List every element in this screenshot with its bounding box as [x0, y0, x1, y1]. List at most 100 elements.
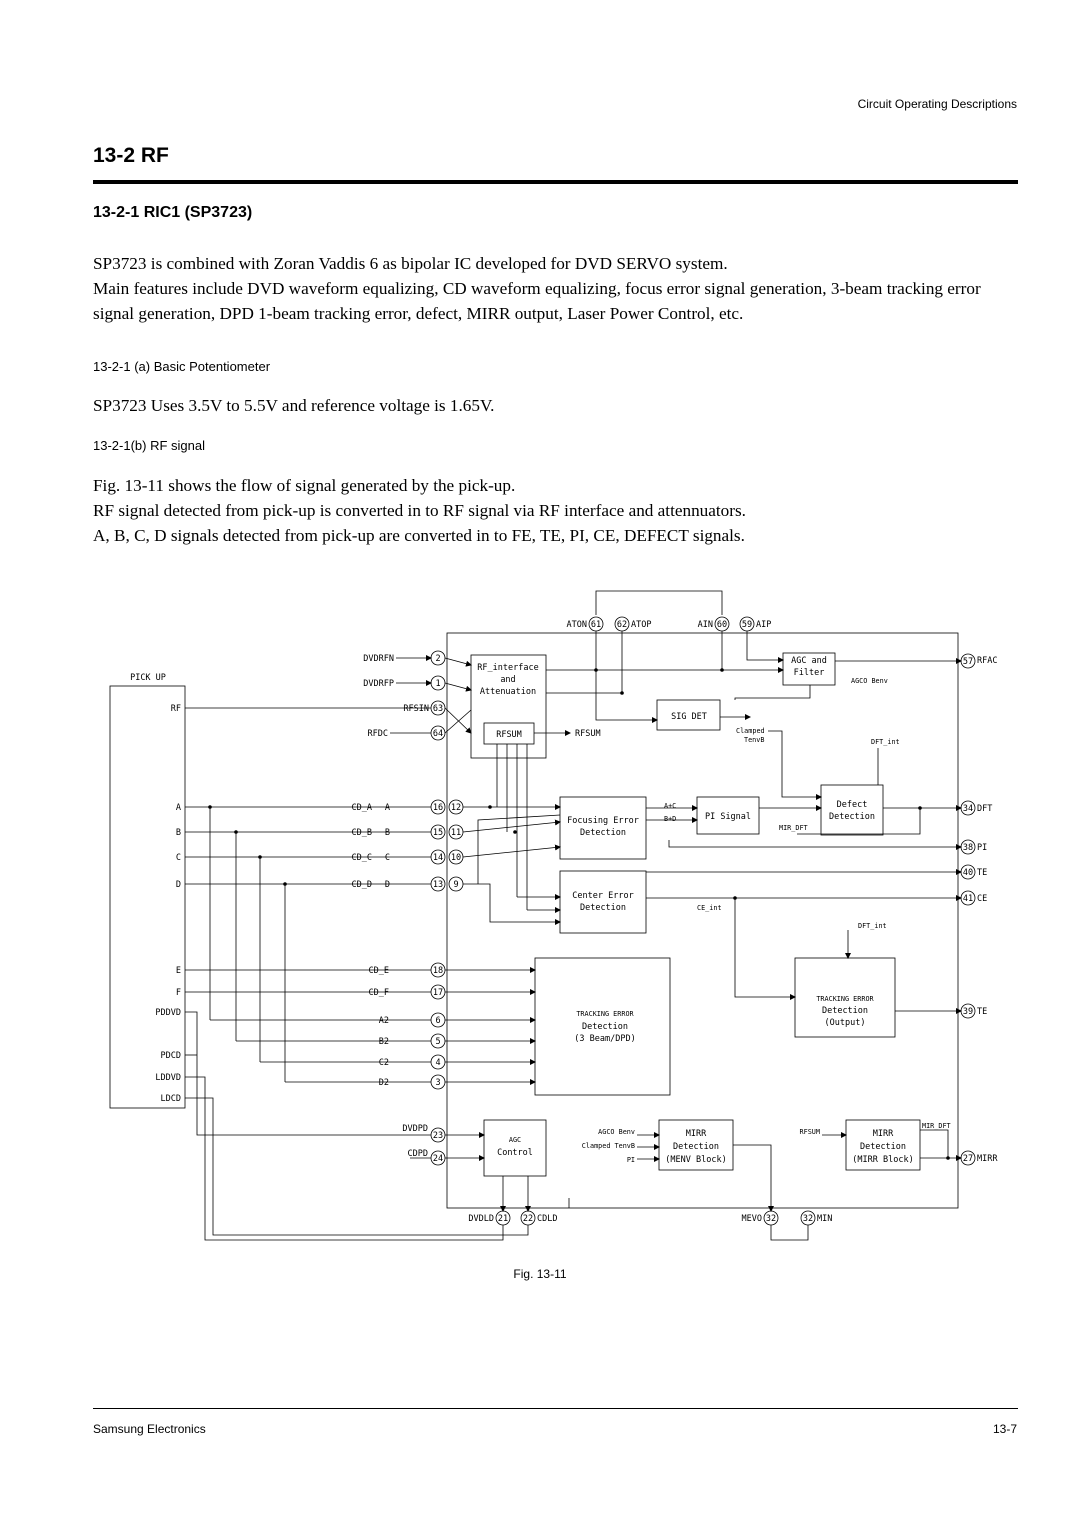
signal-cd-b: CD_B [352, 828, 372, 838]
pickup-pin-pddvd: PDDVD [155, 1008, 181, 1018]
pin-4: 4 [435, 1058, 440, 1068]
pickup-pin-b: B [176, 828, 181, 838]
pin-17: 17 [433, 988, 443, 998]
pickup-pin-pdcd: PDCD [161, 1051, 181, 1061]
agco-benv-label-2: AGCO Benv [598, 1128, 635, 1136]
tracking-label-2: Detection [582, 1022, 628, 1032]
footer-publisher: Samsung Electronics [93, 1422, 206, 1436]
rf-signal-line-3: A, B, C, D signals detected from pick-up… [93, 526, 745, 545]
pin-32-mevo: 32 [766, 1214, 776, 1224]
signal-ce: CE [977, 894, 987, 904]
sig-det-label: SIG DET [671, 712, 707, 722]
pin-41: 41 [963, 894, 973, 904]
ce-int-label: CE_int [697, 904, 722, 912]
pin-1: 1 [435, 679, 440, 689]
focus-label-2: Detection [580, 828, 626, 838]
footer-rule [93, 1408, 1018, 1409]
rfsum-label: RFSUM [496, 730, 522, 740]
pickup-pin-a: A [176, 803, 181, 813]
mirr-block-label-3: (MIRR Block) [852, 1155, 913, 1165]
clamped-label: Clamped [736, 727, 765, 735]
pin-5: 5 [435, 1037, 440, 1047]
rfsum-input-label: RFSUM [800, 1128, 820, 1136]
signal-rfac: RFAC [977, 656, 997, 666]
intro-paragraph-1: SP3723 is combined with Zoran Vaddis 6 a… [93, 254, 728, 273]
signal-cd-a: CD_A [352, 803, 372, 813]
signal-mirr: MIRR [977, 1154, 998, 1164]
signal-min: MIN [817, 1214, 832, 1224]
page-number: 13-7 [992, 1422, 1017, 1436]
mir-dft-label-2: MIR_DFT [922, 1122, 951, 1130]
subheading-rf-signal: 13-2-1(b) RF signal [93, 438, 205, 453]
tracking-out-label-1: TRACKING ERROR [816, 995, 874, 1003]
pin-63: 63 [433, 704, 443, 714]
agc-control-label-1: AGC [509, 1136, 521, 1144]
signal-a2: A2 [379, 1016, 389, 1026]
ic-outline [446, 632, 959, 1209]
dft-int-label-1: DFT_int [871, 738, 900, 746]
pin-22: 22 [523, 1214, 533, 1224]
signal-aton: ATON [567, 620, 587, 630]
signal-c2: C2 [379, 1058, 389, 1068]
pickup-pin-e: E [176, 966, 181, 976]
agc-control-block [483, 1119, 547, 1177]
agc-filter-label-1: AGC and [791, 656, 827, 666]
signal-dvdpd: DVDPD [402, 1124, 428, 1134]
figure-caption: Fig. 13-11 [513, 1267, 567, 1281]
agco-benv-label: AGCO Benv [851, 677, 888, 685]
mirr-block-label-1: MIRR [873, 1129, 894, 1139]
rf-signal-line-1: Fig. 13-11 shows the flow of signal gene… [93, 476, 516, 495]
defect-label-2: Detection [829, 812, 875, 822]
center-label-1: Center Error [572, 891, 633, 901]
rf-interface-label-3: Attenuation [480, 687, 536, 697]
signal-mevo: MEVO [742, 1214, 762, 1224]
signal-d2: D2 [379, 1078, 389, 1088]
signal-ain: AIN [698, 620, 713, 630]
signal-a: A [385, 803, 390, 813]
tracking-label-1: TRACKING ERROR [576, 1010, 634, 1018]
pin-6: 6 [435, 1016, 440, 1026]
pin-3: 3 [435, 1078, 440, 1088]
rf-interface-block [470, 654, 547, 759]
pin-23: 23 [433, 1131, 443, 1141]
defect-block [820, 784, 884, 836]
pin-21: 21 [498, 1214, 508, 1224]
pin-2: 2 [435, 654, 440, 664]
mir-dft-label: MIR_DFT [779, 824, 808, 832]
pickup-box [109, 685, 186, 1109]
signal-atop: ATOP [631, 620, 651, 630]
signal-dvdrfp: DVDRFP [363, 679, 394, 689]
agc-control-label-2: Control [497, 1148, 533, 1158]
signal-dft: DFT [977, 804, 992, 814]
rfsum-block [483, 722, 535, 745]
pickup-pin-ldcd: LDCD [161, 1094, 181, 1104]
signal-cdld: CDLD [537, 1214, 557, 1224]
apc-label: A+C [664, 802, 676, 810]
pin-60: 60 [717, 620, 727, 630]
signal-dvdld: DVDLD [468, 1214, 494, 1224]
clamped-tenvb-label: Clamped TenvB [582, 1142, 635, 1150]
mirr-menv-label-1: MIRR [686, 1129, 707, 1139]
pin-39: 39 [963, 1007, 973, 1017]
tracking-out-label-2: Detection [822, 1006, 868, 1016]
pickup-title: PICK UP [130, 673, 166, 683]
rf-interface-label-2: and [500, 675, 515, 685]
sig-det-block [656, 699, 721, 731]
signal-rfsin: RFSIN [403, 704, 429, 714]
pin-18: 18 [433, 966, 443, 976]
subheading-basic-potentiometer: 13-2-1 (a) Basic Potentiometer [93, 359, 271, 374]
pin-11: 11 [451, 828, 461, 838]
pin-38: 38 [963, 843, 973, 853]
running-header: Circuit Operating Descriptions [857, 97, 1017, 111]
dft-int-label-2: DFT_int [858, 922, 887, 930]
signal-d: D [385, 880, 390, 890]
pin-9: 9 [453, 880, 458, 890]
signal-pi: PI [977, 843, 987, 853]
mirr-menv-label-3: (MENV Block) [665, 1155, 726, 1165]
rf-interface-label-1: RF_interface [477, 663, 538, 673]
pin-12: 12 [451, 803, 461, 813]
signal-te-output: TE [977, 1007, 987, 1017]
signal-cd-d: CD_D [352, 880, 372, 890]
pin-15: 15 [433, 828, 443, 838]
